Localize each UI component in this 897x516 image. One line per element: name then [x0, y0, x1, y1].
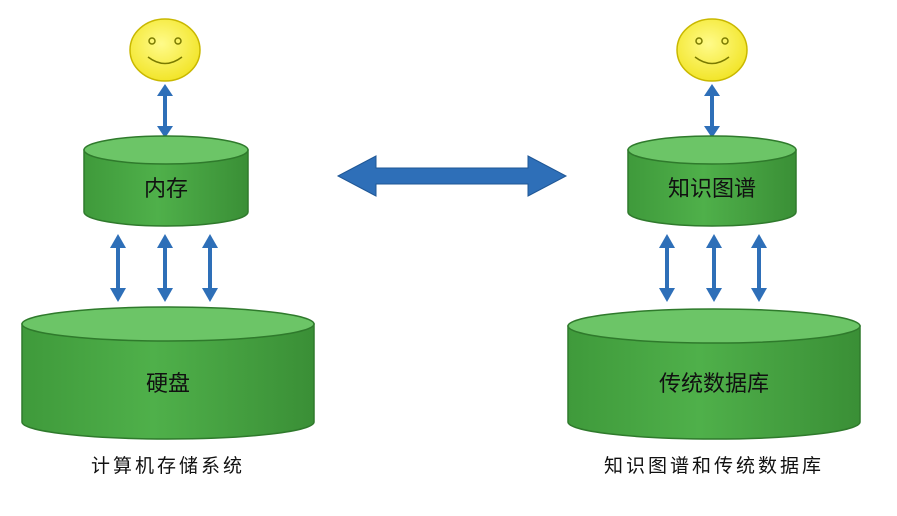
left-caption: 计算机存储系统: [91, 455, 245, 477]
disk-cylinder: 硬盘: [21, 306, 315, 440]
left-system: 内存 硬盘 计算机存储系统: [21, 18, 315, 477]
memory-cylinder: 内存: [83, 135, 249, 227]
memory-label: 内存: [144, 177, 188, 202]
disk-label: 硬盘: [146, 372, 190, 397]
double-arrow-icon: [110, 234, 126, 302]
user-smiley-icon-right: [676, 18, 748, 82]
double-arrow-icon: [659, 234, 675, 302]
knowledge-graph-cylinder: 知识图谱: [627, 135, 797, 227]
double-arrow-icon: [336, 155, 568, 197]
right-system: 知识图谱 传统数据库 知识图谱和传统数据库: [567, 18, 861, 477]
double-arrow-icon: [751, 234, 767, 302]
user-smiley-icon-left: [129, 18, 201, 82]
double-arrow-icon: [157, 234, 173, 302]
right-caption: 知识图谱和传统数据库: [604, 455, 824, 477]
double-arrow-icon: [202, 234, 218, 302]
traditional-database-cylinder: 传统数据库: [567, 308, 861, 440]
double-arrow-icon: [157, 84, 173, 138]
knowledge-graph-label: 知识图谱: [668, 177, 756, 202]
double-arrow-icon: [706, 234, 722, 302]
double-arrow-icon: [704, 84, 720, 138]
traditional-database-label: 传统数据库: [659, 372, 769, 397]
